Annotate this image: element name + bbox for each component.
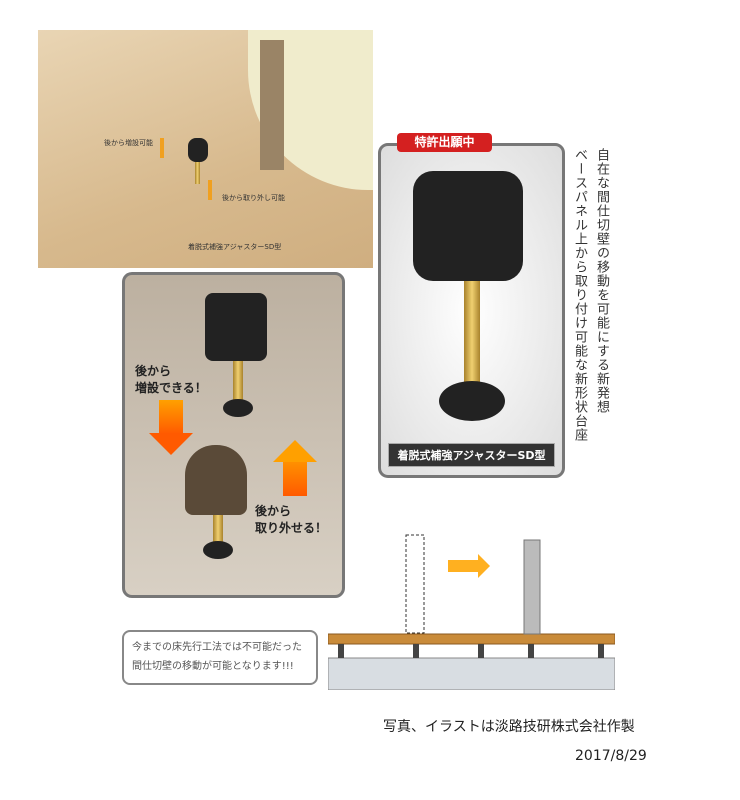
adjuster-base	[223, 399, 253, 417]
adjuster-bolt	[464, 281, 480, 391]
adjuster-head	[413, 171, 523, 281]
up-arrow-icon	[273, 440, 317, 462]
adjuster-base	[439, 381, 505, 421]
credit-text: 写真、イラストは淡路技研株式会社作製	[383, 719, 635, 735]
label-remove: 後から取り外し可能	[222, 194, 285, 202]
bubble-line2: 間仕切壁の移動が可能となります!!!	[132, 661, 294, 672]
wall-outline	[405, 534, 425, 634]
detail-panel: 後から 増設できる！ 後から 取り外せる！	[122, 272, 345, 598]
down-arrow-icon	[160, 138, 164, 158]
product-panel	[378, 143, 565, 478]
wall-post	[260, 40, 284, 170]
base-slab	[328, 657, 615, 690]
adjuster-head	[188, 138, 208, 162]
tagline-line2: ベースパネル上から取り付け可能な新形状台座	[572, 148, 587, 442]
adjuster-with-panel	[185, 445, 247, 515]
product-caption: 着脱式補強アジャスターSD型	[388, 443, 555, 467]
adjuster-base	[203, 541, 233, 559]
adjuster-bolt	[233, 361, 243, 401]
wall-post	[523, 539, 541, 635]
tagline-line1: 自在な間仕切壁の移動を可能にする新発想	[594, 148, 609, 414]
floor-panel	[328, 633, 615, 645]
room-photo: 後から増設可能 後から取り外し可能 着脱式補強アジャスターSD型	[38, 30, 373, 268]
adjuster-bolt	[213, 515, 223, 545]
label-product: 着脱式補強アジャスターSD型	[188, 243, 282, 251]
adjuster-head	[205, 293, 267, 361]
up-arrow-icon	[208, 180, 212, 200]
remove-text: 後から 取り外せる！	[255, 504, 328, 535]
down-arrow-icon	[159, 400, 183, 434]
install-text: 後から 増設できる！	[135, 364, 207, 395]
date-text: 2017/8/29	[575, 748, 647, 764]
patent-pending-badge: 特許出願中	[397, 133, 492, 152]
bubble-line1: 今までの床先行工法では不可能だった	[132, 642, 302, 653]
label-install: 後から増設可能	[104, 139, 153, 147]
speech-bubble: 今までの床先行工法では不可能だった 間仕切壁の移動が可能となります!!!	[122, 630, 318, 685]
floor-diagram	[328, 534, 615, 690]
adjuster-bolt	[195, 162, 200, 184]
right-arrow-icon	[448, 554, 490, 578]
